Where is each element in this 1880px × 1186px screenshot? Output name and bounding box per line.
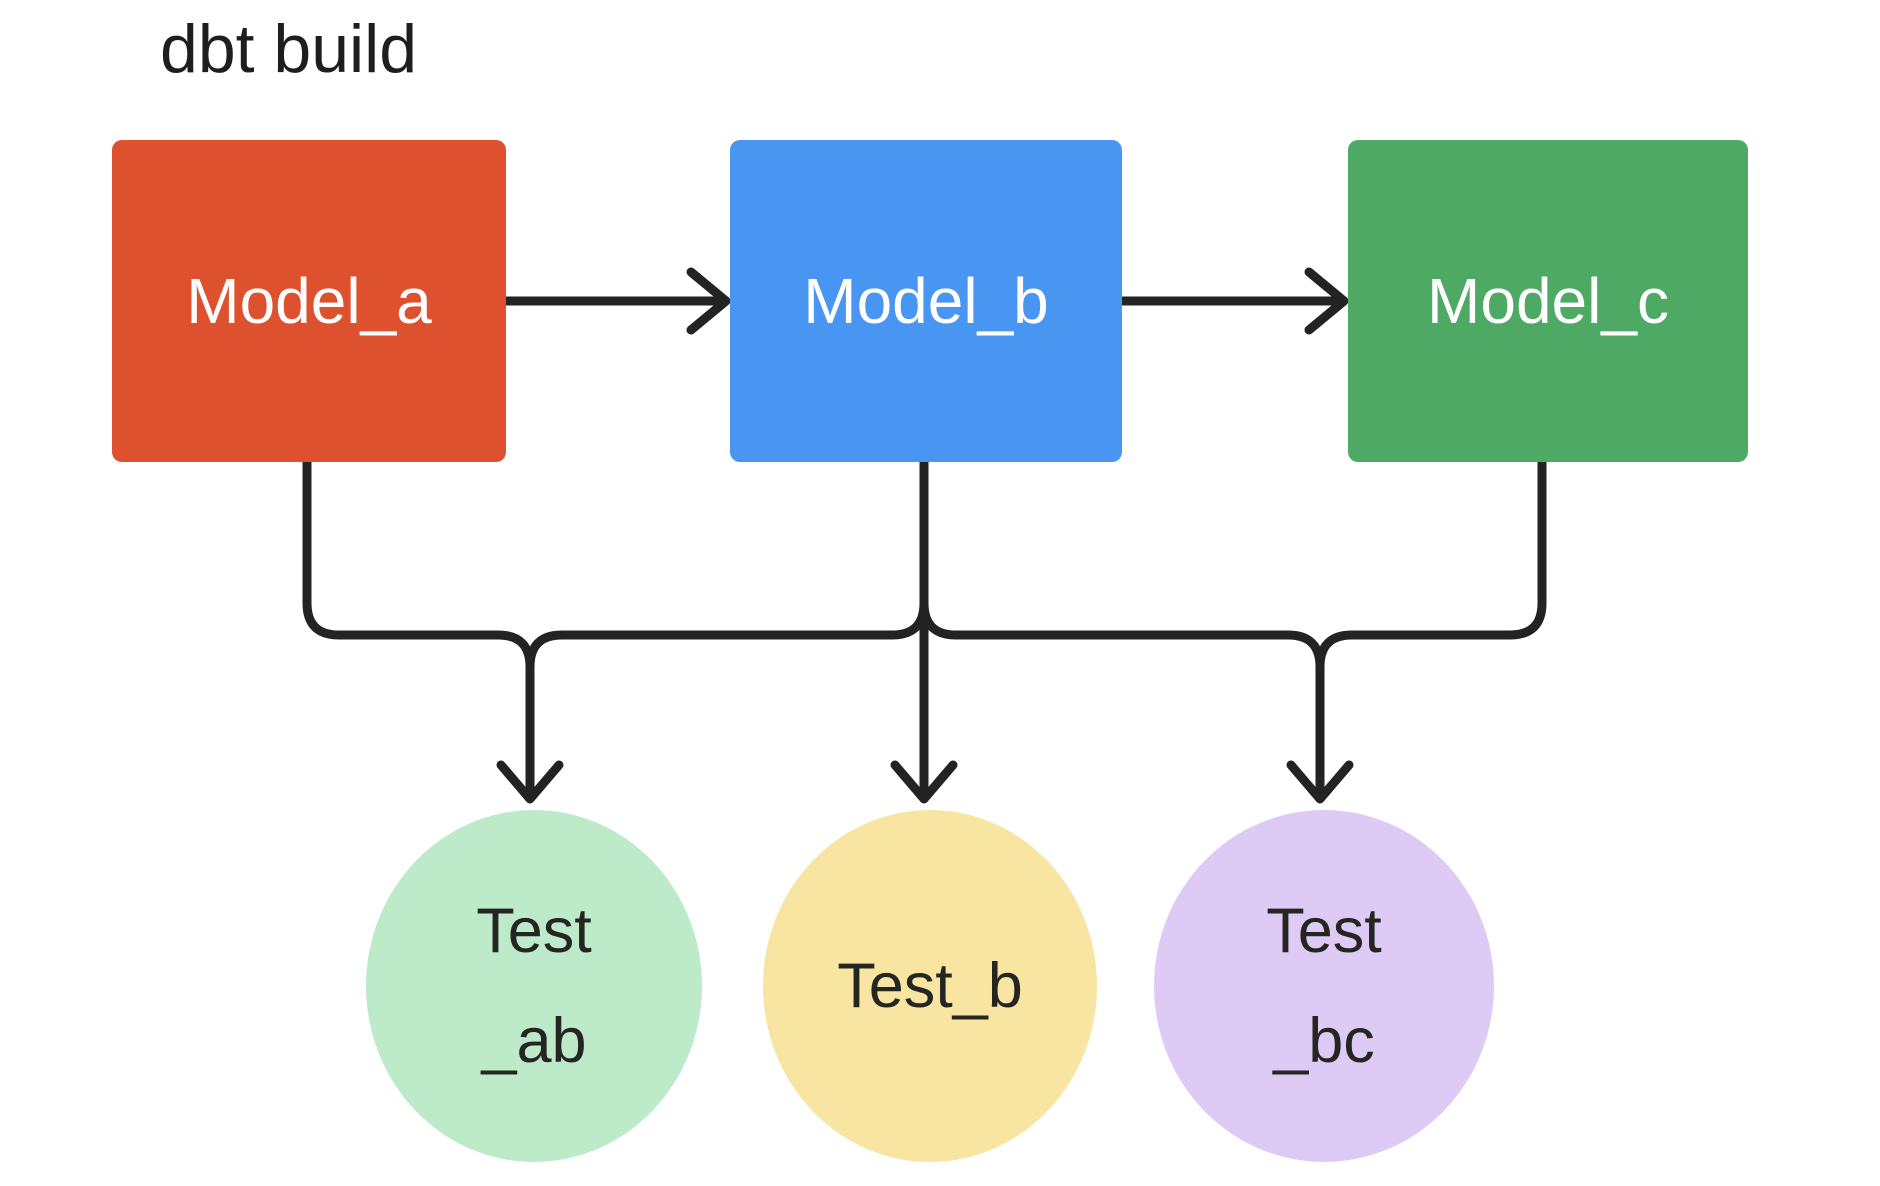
edges-group bbox=[302, 267, 1547, 804]
node-test-bc-label-line2: _bc bbox=[1273, 1006, 1375, 1076]
edge-model-b-to-test-ab-line bbox=[525, 457, 929, 672]
node-test-ab-label-line2: _ab bbox=[481, 1006, 587, 1076]
edge-model-a-to-test-ab-line bbox=[302, 457, 535, 800]
edge-to-test-ab-arrowhead bbox=[496, 760, 564, 804]
node-model-a: Model_a bbox=[112, 140, 506, 462]
node-model-b-label: Model_b bbox=[803, 265, 1049, 337]
edge-to-test-b-arrowhead bbox=[890, 760, 958, 804]
edge-model-a-to-model-b-arrowhead bbox=[686, 267, 731, 335]
node-model-c-label: Model_c bbox=[1427, 265, 1669, 337]
diagram-title: dbt build bbox=[160, 11, 418, 87]
edge-to-test-bc-arrowhead bbox=[1286, 760, 1354, 804]
node-test-b-label: Test_b bbox=[837, 950, 1023, 1021]
node-model-c: Model_c bbox=[1348, 140, 1748, 462]
edge-model-c-to-test-bc-line bbox=[1315, 457, 1547, 672]
edge-model-b-to-model-c-arrowhead bbox=[1304, 267, 1349, 335]
node-test-ab: Test _ab bbox=[366, 810, 702, 1162]
node-test-bc-label-line1: Test bbox=[1266, 895, 1382, 966]
node-model-a-label: Model_a bbox=[186, 265, 432, 337]
node-test-b: Test_b bbox=[763, 810, 1097, 1162]
node-test-ab-label-line1: Test bbox=[476, 895, 592, 966]
edge-model-b-to-test-bc-line bbox=[919, 457, 1325, 800]
node-model-b: Model_b bbox=[730, 140, 1122, 462]
node-test-bc: Test _bc bbox=[1154, 810, 1494, 1162]
